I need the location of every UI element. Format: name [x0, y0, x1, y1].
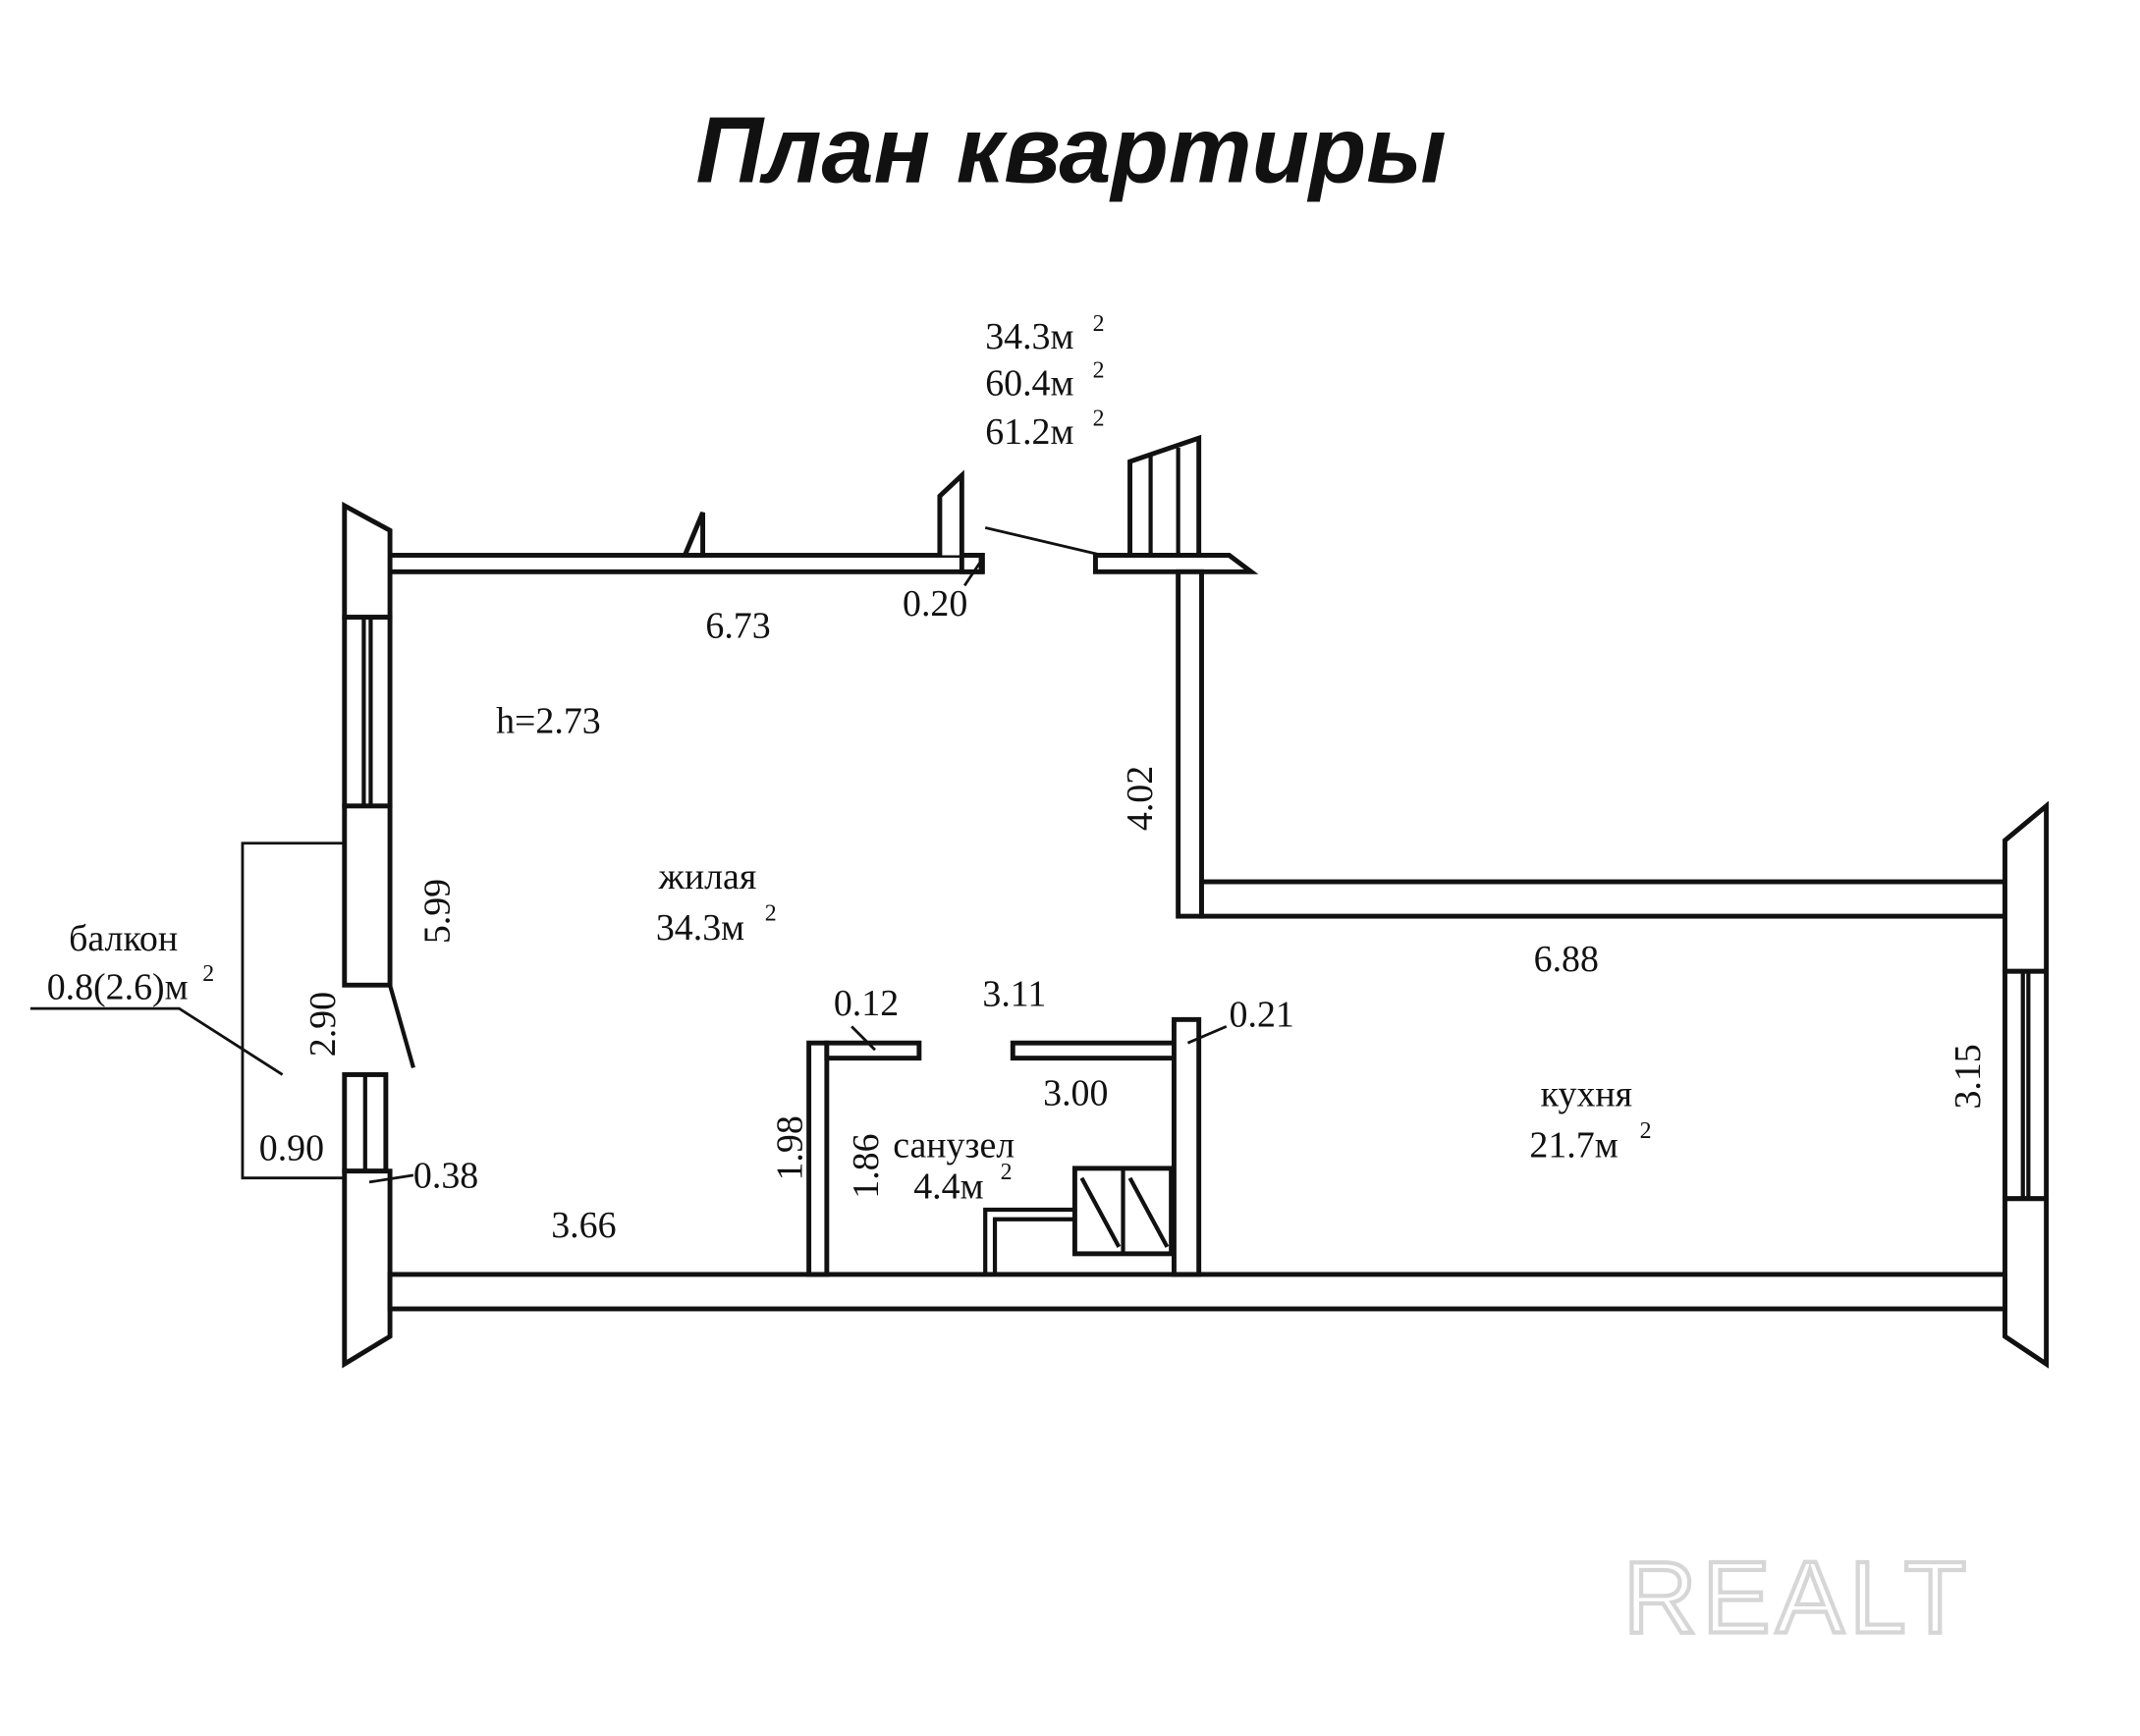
- kitchen-area: 21.7м: [1529, 1125, 1618, 1166]
- svg-text:2.90: 2.90: [302, 992, 344, 1057]
- kitchen-label: кухня: [1541, 1074, 1632, 1115]
- area-summary: 34.3м 2 60.4м 2 61.2м 2: [985, 311, 1104, 453]
- svg-text:1.98: 1.98: [770, 1115, 811, 1180]
- svg-text:2: 2: [765, 900, 777, 926]
- svg-text:2: 2: [1640, 1118, 1652, 1144]
- svg-text:2: 2: [1093, 357, 1105, 383]
- living-room-area: 34.3м: [656, 907, 744, 949]
- svg-text:3.15: 3.15: [1948, 1044, 1989, 1109]
- page-title: План квартиры: [696, 98, 1447, 202]
- ceiling-height: h=2.73: [496, 700, 601, 741]
- svg-text:1.86: 1.86: [846, 1133, 887, 1198]
- svg-text:3.11: 3.11: [982, 973, 1046, 1014]
- bathroom-area: 4.4м: [913, 1166, 983, 1208]
- svg-text:34.3м: 34.3м: [985, 316, 1073, 357]
- svg-text:0.20: 0.20: [903, 583, 967, 624]
- svg-text:3.00: 3.00: [1043, 1072, 1108, 1113]
- svg-text:0.90: 0.90: [259, 1127, 324, 1168]
- svg-text:61.2м: 61.2м: [985, 411, 1073, 453]
- svg-text:0.21: 0.21: [1230, 994, 1294, 1035]
- svg-text:6.88: 6.88: [1534, 939, 1599, 980]
- svg-text:4.02: 4.02: [1120, 766, 1161, 831]
- svg-text:2: 2: [202, 961, 214, 987]
- svg-text:2: 2: [1093, 407, 1105, 432]
- walls: [29, 434, 2050, 1369]
- svg-text:2: 2: [1001, 1160, 1013, 1185]
- svg-text:5.99: 5.99: [416, 879, 458, 944]
- living-room-label: жилая: [658, 856, 757, 897]
- balcony-area: 0.8(2.6)м: [47, 966, 189, 1007]
- bathroom-label: санузел: [893, 1125, 1015, 1166]
- watermark-logo: REALT: [1623, 1542, 1972, 1655]
- balcony-label: балкон: [69, 918, 178, 959]
- dimensions: 6.73 0.20 4.02 5.99 2.90 0.90 0.38 3.66 …: [259, 560, 1989, 1246]
- svg-text:6.73: 6.73: [705, 606, 770, 647]
- svg-text:2: 2: [1093, 311, 1105, 337]
- svg-text:0.12: 0.12: [834, 983, 899, 1024]
- svg-text:3.66: 3.66: [551, 1205, 616, 1246]
- svg-text:60.4м: 60.4м: [985, 363, 1073, 405]
- svg-text:0.38: 0.38: [413, 1156, 478, 1197]
